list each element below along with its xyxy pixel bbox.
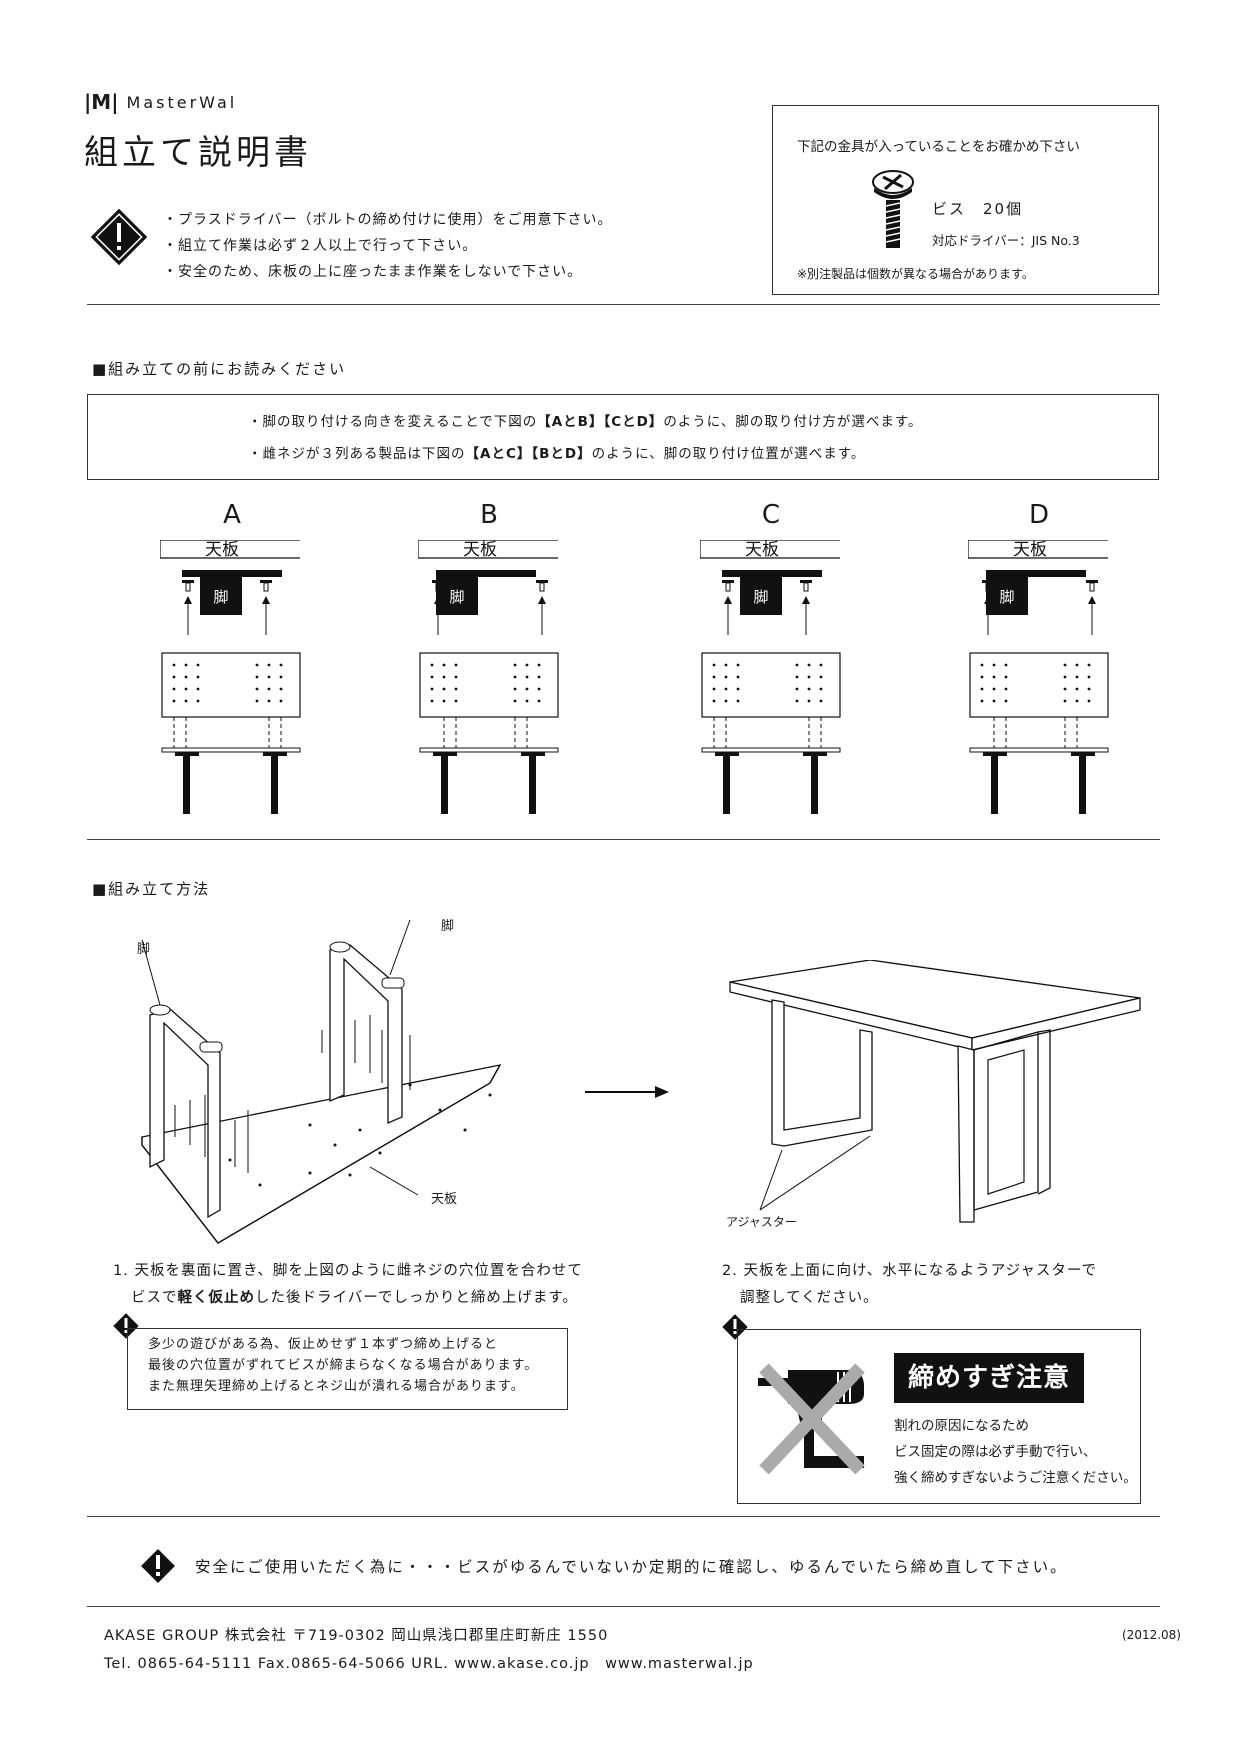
- screw-icon: [182, 580, 194, 583]
- brand-mark-icon: |M|: [84, 90, 119, 114]
- step1-illustration: [141, 919, 502, 1244]
- footer-address: AKASE GROUP 株式会社 〒719-0302 岡山県浅口郡里庄町新庄 1…: [104, 1628, 609, 1644]
- bottom-warning: 安全にご使用いただく為に・・・ビスがゆるんでいないか定期的に確認し、ゆるんでいた…: [195, 1558, 1068, 1576]
- divider: [87, 839, 1160, 840]
- footer-date: (2012.08): [1122, 1628, 1181, 1642]
- text: ・雌ネジが３列ある製品は下図の: [248, 446, 466, 462]
- divider: [87, 1606, 1160, 1607]
- read-before-heading: ■組み立ての前にお読みください: [92, 360, 347, 378]
- screw-icon: [872, 170, 914, 248]
- note-line: 最後の穴位置がずれてビスが締まらなくなる場合があります。: [148, 1358, 539, 1373]
- divider: [87, 1516, 1160, 1517]
- emphasis: 【AとB】【CとD】: [537, 414, 664, 430]
- variant-leg-label: 脚: [753, 588, 768, 606]
- warning-icon: [113, 1313, 139, 1339]
- variant-letter: C: [761, 500, 781, 530]
- variant-diagram-b: 天板脚: [418, 540, 559, 814]
- variant-top-label: 天板: [1013, 540, 1047, 560]
- safety-warnings: ・プラスドライバー（ボルトの締め付けに使用）をご用意下さい。 ・組立て作業は必ず…: [163, 207, 612, 285]
- step2-line: 2. 天板を上面に向け、水平になるようアジャスターで: [722, 1263, 1098, 1279]
- page-title: 組立て説明書: [84, 133, 312, 173]
- screw-icon: [1086, 580, 1098, 583]
- warning-icon: [722, 1314, 748, 1340]
- emphasis: 軽く仮止め: [177, 1290, 255, 1306]
- step2-illustration: [729, 960, 1141, 1223]
- note-line: 多少の遊びがある為、仮止めせず１本ずつ締め上げると: [148, 1337, 499, 1352]
- text: ・脚の取り付ける向きを変えることで下図の: [248, 414, 538, 430]
- warning-item: ・安全のため、床板の上に座ったまま作業をしないで下さい。: [163, 264, 583, 280]
- label-top: 天板: [431, 1192, 458, 1207]
- text: のように、脚の取り付け方が選べます。: [663, 414, 923, 430]
- variant-top-label: 天板: [463, 540, 497, 560]
- variant-diagram-d: 天板脚: [968, 540, 1109, 814]
- screw-icon: [722, 580, 734, 583]
- step1-text: 1. 天板を裏面に置き、脚を上図のように雌ネジの穴位置を合わせて ビスで軽く仮止…: [113, 1258, 583, 1312]
- screw-icon: [432, 580, 444, 583]
- variant-top-label: 天板: [745, 540, 779, 560]
- parts-note: ※別注製品は個数が異なる場合があります。: [797, 267, 1034, 281]
- step2-line: 調整してください。: [740, 1290, 879, 1306]
- variant-leg-label: 脚: [449, 588, 464, 606]
- step2-text: 2. 天板を上面に向け、水平になるようアジャスターで 調整してください。: [722, 1258, 1097, 1312]
- variant-leg-label: 脚: [213, 588, 228, 606]
- label-leg: 脚: [137, 942, 151, 957]
- warning-icon: [90, 208, 148, 266]
- parts-driver: 対応ドライバー：JIS No.3: [932, 233, 1080, 248]
- brand-logo: |M| MasterWal: [84, 90, 237, 114]
- screw-icon: [982, 580, 994, 583]
- text: のように、脚の取り付け位置が選べます。: [591, 446, 866, 462]
- variant-letter: A: [223, 500, 241, 530]
- warning-icon: [141, 1549, 175, 1583]
- footer-contact: Tel. 0865-64-5111 Fax.0865-64-5066 URL. …: [104, 1656, 754, 1672]
- variant-leg-label: 脚: [999, 588, 1014, 606]
- read-before-line-2: ・雌ネジが３列ある製品は下図の【AとC】【BとD】のように、脚の取り付け位置が選…: [248, 442, 865, 462]
- power-drill-prohibited-icon: [758, 1363, 865, 1475]
- variant-letter: D: [1028, 500, 1050, 530]
- variant-diagram-a: 天板脚: [160, 540, 301, 814]
- parts-item: ビス 20個: [932, 200, 1024, 218]
- text: した後ドライバーでしっかりと締め上げます。: [255, 1290, 578, 1306]
- caution-box: [737, 1329, 1141, 1504]
- parts-heading: 下記の金具が入っていることをお確かめ下さい: [797, 139, 1080, 155]
- divider: [87, 304, 1160, 305]
- note-text: 多少の遊びがある為、仮止めせず１本ずつ締め上げると 最後の穴位置がずれてビスが締…: [148, 1334, 538, 1397]
- variant-letter: B: [480, 500, 498, 530]
- text: ビスで: [131, 1290, 178, 1306]
- variant-top-label: 天板: [205, 540, 239, 560]
- warning-item: ・組立て作業は必ず２人以上で行って下さい。: [163, 238, 478, 254]
- screw-icon: [536, 580, 548, 583]
- caution-line: 強く締めすぎないようご注意ください。: [894, 1470, 1137, 1486]
- emphasis: 【AとC】【BとD】: [465, 446, 592, 462]
- parts-box: [772, 105, 1159, 295]
- label-leg: 脚: [441, 919, 455, 934]
- caution-title: 締めすぎ注意: [894, 1353, 1084, 1403]
- caution-line: 割れの原因になるため: [894, 1418, 1029, 1434]
- step1-line: ビスで軽く仮止めした後ドライバーでしっかりと締め上げます。: [113, 1285, 583, 1312]
- screw-icon: [800, 580, 812, 583]
- step1-line: 1. 天板を裏面に置き、脚を上図のように雌ネジの穴位置を合わせて: [113, 1263, 583, 1279]
- label-adjuster: アジャスター: [726, 1215, 797, 1229]
- caution-text: 割れの原因になるため ビス固定の際は必ず手動で行い、 強く締めすぎないようご注意…: [894, 1413, 1137, 1491]
- assembly-heading: ■組み立て方法: [92, 880, 211, 898]
- read-before-box: [87, 394, 1159, 480]
- screw-icon: [260, 580, 272, 583]
- brand-name: MasterWal: [126, 92, 238, 112]
- note-box: [127, 1328, 568, 1410]
- read-before-line-1: ・脚の取り付ける向きを変えることで下図の【AとB】【CとD】のように、脚の取り付…: [248, 410, 923, 430]
- arrow-right-icon: [585, 1086, 669, 1098]
- note-line: また無理矢理締め上げるとネジ山が潰れる場合があります。: [148, 1379, 525, 1394]
- caution-line: ビス固定の際は必ず手動で行い、: [894, 1444, 1097, 1460]
- variant-diagram-c: 天板脚: [700, 540, 841, 814]
- warning-item: ・プラスドライバー（ボルトの締め付けに使用）をご用意下さい。: [163, 212, 613, 228]
